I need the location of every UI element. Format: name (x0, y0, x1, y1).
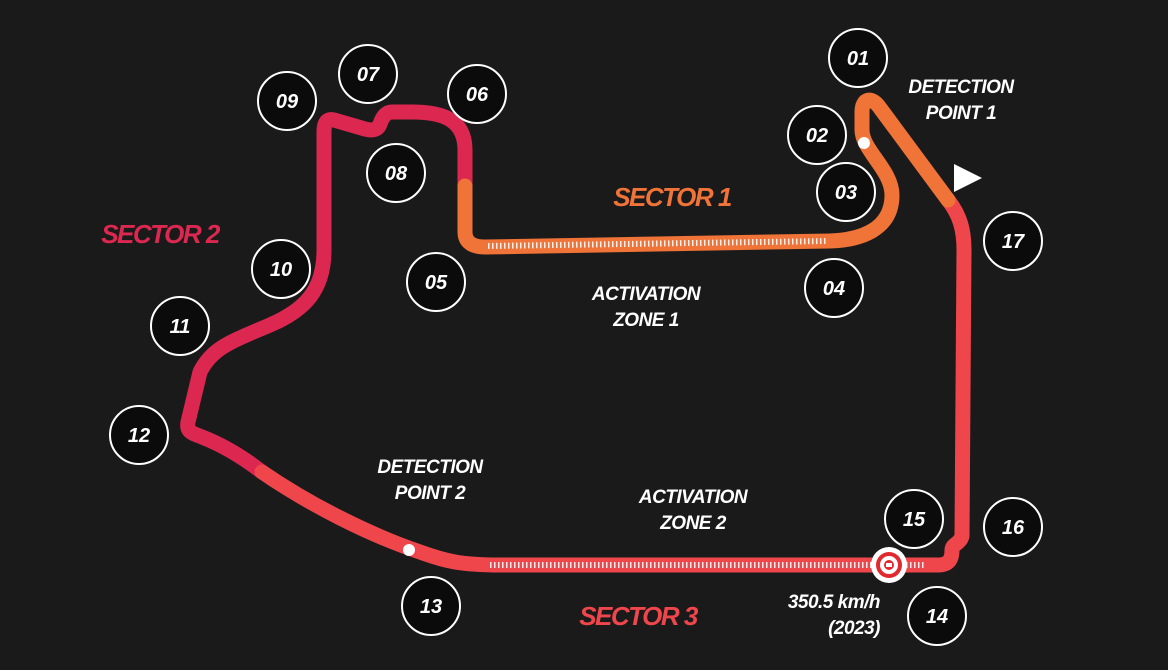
turn-number: 01 (847, 48, 869, 70)
turn-number: 05 (425, 272, 448, 294)
label-line: POINT 1 (926, 103, 996, 124)
activation-zone-2-label: ACTIVATION ZONE 2 (638, 487, 750, 534)
turn-number: 08 (385, 163, 408, 185)
track-sector-1 (457, 92, 956, 255)
activation-zone-1-marking (487, 238, 829, 249)
label-line: POINT 2 (395, 483, 466, 504)
turn-number: 04 (823, 278, 845, 300)
turn-marker-06[interactable]: 06 (447, 64, 507, 124)
turn-number: 07 (357, 64, 380, 86)
turn-number: 03 (835, 182, 857, 204)
track-sector-3 (254, 192, 972, 573)
turn-number: 06 (466, 84, 489, 106)
label-line: DETECTION (908, 77, 1015, 98)
top-speed-year: (2023) (828, 618, 880, 639)
turn-number: 02 (806, 125, 828, 147)
speed-trap-label: 350.5 km/h (2023) (788, 592, 881, 639)
turn-number: 12 (128, 425, 150, 447)
label-line: ACTIVATION (591, 284, 702, 305)
turn-marker-01[interactable]: 01 (828, 28, 888, 88)
detection-point-1-label: DETECTION POINT 1 (908, 77, 1016, 124)
label-line: DETECTION (377, 457, 484, 478)
turn-marker-08[interactable]: 08 (366, 143, 426, 203)
activation-zone-1-label: ACTIVATION ZONE 1 (591, 284, 703, 331)
label-line: ZONE 2 (659, 513, 727, 534)
sector-3-label: SECTOR 3 (579, 601, 699, 631)
label-line: ZONE 1 (612, 310, 679, 331)
top-speed-value: 350.5 km/h (788, 592, 880, 613)
detection-point-2-label: DETECTION POINT 2 (377, 457, 485, 504)
turn-marker-02[interactable]: 02 (787, 105, 847, 165)
track-sector-2 (180, 104, 473, 480)
turn-marker-09[interactable]: 09 (257, 71, 317, 131)
turn-marker-11[interactable]: 11 (150, 296, 210, 356)
turn-marker-04[interactable]: 04 (804, 258, 864, 318)
turn-number: 15 (903, 509, 926, 531)
label-line: ACTIVATION (638, 487, 749, 508)
turn-number: 14 (926, 606, 948, 628)
turn-number: 17 (1002, 231, 1025, 253)
sector-2-label: SECTOR 2 (101, 219, 221, 249)
turn-number: 10 (270, 259, 292, 281)
turn-number: 09 (276, 91, 299, 113)
turn-marker-15[interactable]: 15 (884, 489, 944, 549)
detection-point-1-marker (858, 137, 870, 149)
speed-trap-icon (871, 547, 907, 583)
turn-markers: 01 02 03 04 05 06 07 08 09 10 11 12 13 1… (109, 28, 1043, 646)
turn-marker-12[interactable]: 12 (109, 405, 169, 465)
turn-marker-07[interactable]: 07 (338, 44, 398, 104)
turn-marker-14[interactable]: 14 (907, 586, 967, 646)
turn-marker-03[interactable]: 03 (816, 162, 876, 222)
turn-marker-13[interactable]: 13 (401, 576, 461, 636)
detection-point-2-marker (403, 544, 415, 556)
race-direction-icon (954, 164, 982, 192)
turn-marker-10[interactable]: 10 (251, 239, 311, 299)
turn-number: 16 (1002, 517, 1025, 539)
sector-1-label: SECTOR 1 (613, 182, 732, 212)
turn-marker-17[interactable]: 17 (983, 211, 1043, 271)
turn-number: 11 (170, 316, 191, 338)
turn-marker-05[interactable]: 05 (406, 252, 466, 312)
turn-number: 13 (420, 596, 442, 618)
turn-marker-16[interactable]: 16 (983, 497, 1043, 557)
